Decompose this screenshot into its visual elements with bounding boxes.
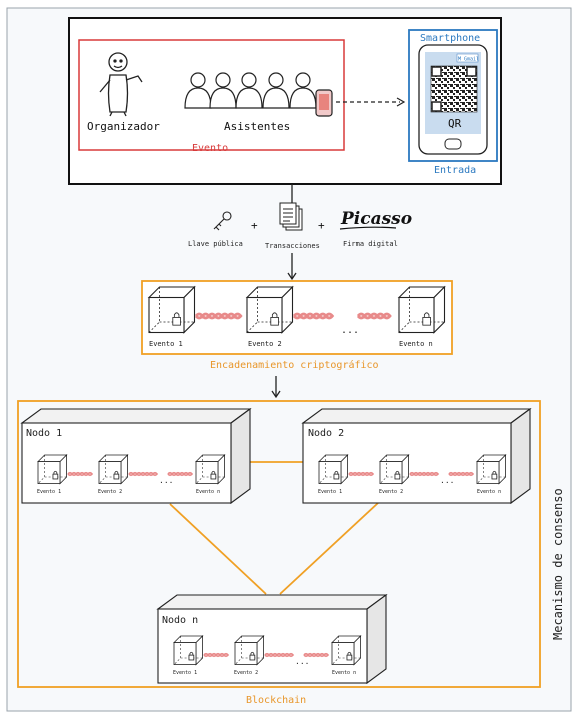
lock-icon — [422, 312, 431, 326]
chain-ellipsis: ... — [341, 325, 359, 336]
lock-icon — [346, 651, 353, 661]
lock-icon — [188, 651, 195, 661]
chain-main — [147, 285, 446, 334]
chain-link-icon — [356, 312, 392, 320]
node-label-1: Nodo 1 — [26, 428, 62, 439]
node1-block-label-1: Evento 1 — [37, 489, 61, 495]
chain-link-icon — [128, 471, 159, 477]
blockchain-box — [17, 400, 541, 688]
lock-icon — [172, 312, 181, 326]
phone-title: Smartphone — [420, 33, 480, 44]
chain-link-icon — [448, 471, 475, 477]
node2-block-label-2: Evento 2 — [379, 489, 403, 495]
chain-block-label-1: Evento 1 — [149, 340, 183, 348]
block-cube-icon — [318, 454, 349, 485]
attendees-label: Asistentes — [224, 120, 290, 133]
chain-link-icon — [409, 471, 440, 477]
lock-icon — [113, 470, 120, 480]
organizer-figure-icon — [99, 52, 143, 117]
node1-block-label-2: Evento 2 — [98, 489, 122, 495]
node-label-n: Nodo n — [162, 615, 198, 626]
qr-label: QR — [448, 117, 462, 130]
key-icon — [213, 211, 232, 231]
block-cube-icon — [147, 285, 196, 334]
consensus-label: Mecanismo de consenso — [551, 488, 565, 640]
phone-home-button — [444, 138, 462, 150]
svg-text:Picasso: Picasso — [340, 209, 412, 229]
dashed-arrow — [336, 97, 406, 107]
chain-link-icon — [203, 652, 230, 658]
chain-link-icon — [194, 312, 243, 320]
node2-ellipsis: ... — [440, 476, 454, 485]
lock-icon — [249, 651, 256, 661]
noden-block-label-3: Evento n — [332, 670, 356, 676]
arrow-to-blockchain — [271, 376, 281, 399]
node2-block-label-1: Evento 1 — [318, 489, 342, 495]
chain-link-icon — [167, 471, 194, 477]
lock-icon — [333, 470, 340, 480]
block-cube-icon — [245, 285, 294, 334]
block-cube-icon — [37, 454, 68, 485]
mobile-phone-icon — [315, 89, 333, 117]
chain-link-icon — [303, 652, 330, 658]
block-cube-icon — [379, 454, 410, 485]
block-cube-icon — [195, 454, 226, 485]
block-cube-icon — [173, 635, 204, 666]
lock-icon — [491, 470, 498, 480]
node-label-2: Nodo 2 — [308, 428, 344, 439]
entrada-label: Entrada — [434, 165, 476, 176]
event-box-label: Evento — [192, 143, 228, 154]
block-cube-icon — [331, 635, 362, 666]
arrow-to-chain — [287, 253, 297, 281]
noden-ellipsis: ... — [295, 657, 309, 666]
lock-icon — [210, 470, 217, 480]
chain-node-2 — [318, 454, 507, 485]
lock-icon — [52, 470, 59, 480]
plus-sign: + — [318, 219, 325, 232]
block-cube-icon — [234, 635, 265, 666]
blockchain-label: Blockchain — [246, 695, 306, 706]
input-label-public-key: Llave pública — [188, 240, 243, 248]
block-cube-icon — [476, 454, 507, 485]
chain-node-1 — [37, 454, 226, 485]
noden-block-label-2: Evento 2 — [234, 670, 258, 676]
noden-block-label-1: Evento 1 — [173, 670, 197, 676]
attendees-group-icon — [184, 72, 317, 109]
gmail-badge-label: M Gmail — [458, 57, 479, 63]
chain-link-icon — [264, 652, 295, 658]
gmail-badge — [456, 53, 479, 63]
organizer-label: Organizador — [87, 120, 160, 133]
input-label-signature: Firma digital — [343, 240, 398, 248]
input-label-transactions: Transacciones — [265, 242, 320, 250]
chain-node-n — [173, 635, 362, 666]
documents-icon — [279, 202, 303, 231]
block-cube-icon — [397, 285, 446, 334]
lock-icon — [394, 470, 401, 480]
node1-block-label-3: Evento n — [196, 489, 220, 495]
chain-link-icon — [292, 312, 335, 320]
signature-icon: Picasso — [339, 209, 412, 230]
chain-title: Encadenamiento criptográfico — [210, 359, 379, 371]
block-cube-icon — [98, 454, 129, 485]
chain-link-icon — [348, 471, 375, 477]
chain-link-icon — [67, 471, 94, 477]
chain-block-label-3: Evento n — [399, 340, 433, 348]
plus-sign: + — [251, 219, 258, 232]
lock-icon — [270, 312, 279, 326]
node1-ellipsis: ... — [159, 476, 173, 485]
chain-block-label-2: Evento 2 — [248, 340, 282, 348]
node2-block-label-3: Evento n — [477, 489, 501, 495]
